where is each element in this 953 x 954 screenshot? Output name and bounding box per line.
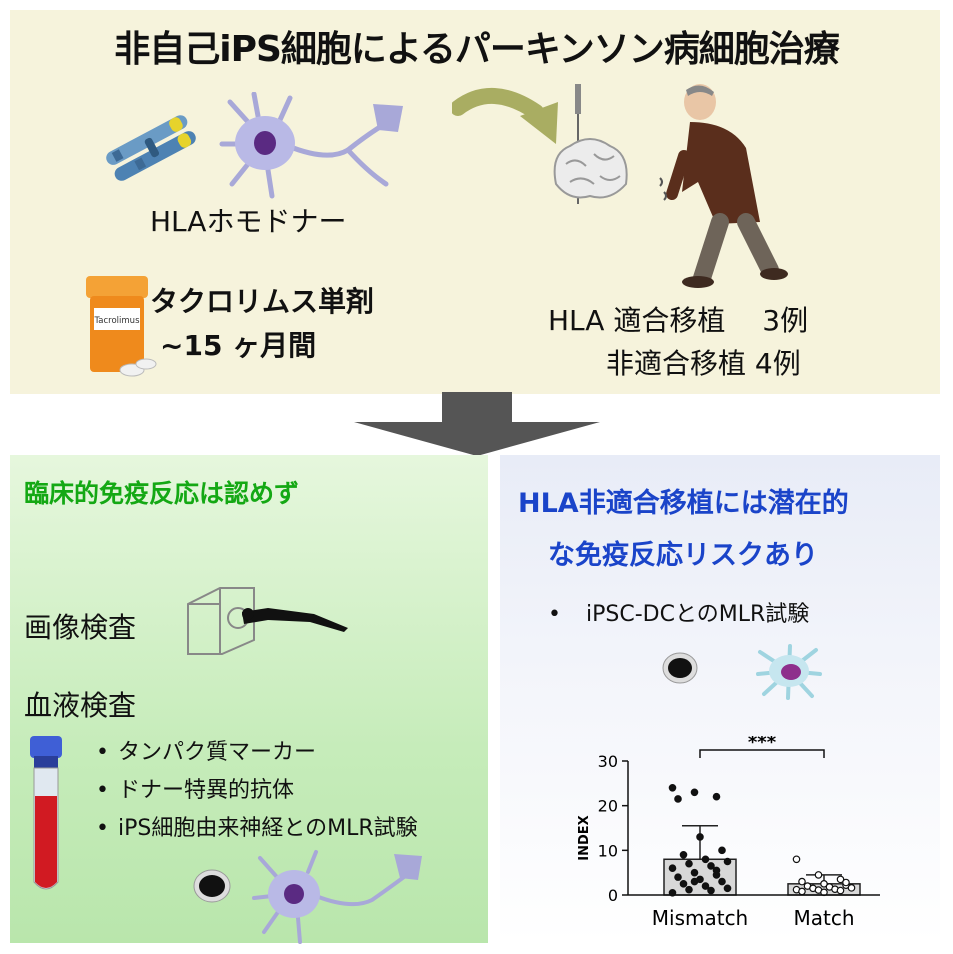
data-point — [707, 862, 715, 870]
mlr-index-chart: INDEX 0 10 20 30 Mismatch Match *** — [577, 736, 880, 930]
data-point — [798, 887, 806, 896]
tacrolimus-line2: ~15 ヶ月間 — [160, 329, 317, 362]
data-point — [690, 788, 699, 797]
imaging-label: 画像検査 — [24, 611, 137, 644]
data-point — [847, 884, 856, 892]
data-point — [718, 846, 726, 855]
blood-test-list: タンパク質マーカー ドナー特異的抗体 iPS細胞由来神経とのMLR試験 — [96, 734, 418, 848]
page-title: 非自己iPS細胞によるパーキンソン病細胞治療 — [114, 29, 840, 70]
data-point — [674, 873, 682, 881]
data-point — [701, 855, 710, 864]
y-axis-label: INDEX — [577, 815, 592, 860]
x-tick-label: Match — [793, 906, 854, 930]
data-point — [696, 833, 704, 841]
lymphocyte-icon — [193, 869, 231, 903]
data-point — [679, 880, 688, 888]
data-point — [798, 877, 806, 886]
neuron-icon — [219, 92, 403, 199]
right-heading: HLA非適合移植には潜在的 な免疫反応リスクあり — [518, 478, 938, 582]
x-tick-labels: Mismatch Match — [652, 906, 855, 930]
data-points — [668, 783, 856, 897]
data-point — [792, 855, 801, 864]
significance-line — [699, 749, 825, 758]
list-item: タンパク質マーカー — [96, 734, 418, 772]
y-tick-label: 30 — [598, 752, 618, 771]
top-panel — [10, 10, 940, 394]
tacrolimus-text: タクロリムス単剤 ~15 ヶ月間 — [150, 280, 374, 368]
dendritic-cell-icon — [756, 644, 822, 700]
data-point — [712, 792, 721, 801]
y-ticks: 0 10 20 30 — [598, 752, 628, 905]
data-point — [685, 885, 693, 894]
mri-scanner-icon — [187, 587, 348, 655]
patient-icon — [659, 84, 788, 288]
data-point — [690, 877, 699, 886]
data-point — [814, 871, 823, 879]
data-point — [836, 875, 845, 884]
data-point — [668, 864, 677, 873]
mlr-bullet: iPSC-DCとのMLR試験 — [548, 596, 809, 628]
down-arrow-icon — [354, 392, 600, 456]
data-point — [718, 877, 726, 886]
left-heading: 臨床的免疫反応は認めず — [24, 479, 300, 508]
list-item: iPS細胞由来神経とのMLR試験 — [96, 810, 418, 848]
curved-arrow-icon — [452, 88, 558, 144]
data-point — [668, 783, 677, 792]
blood-label: 血液検査 — [24, 689, 137, 722]
neuron-icon-small — [252, 850, 422, 944]
y-tick-label: 0 — [608, 886, 618, 905]
chromosome-icon — [106, 115, 196, 181]
y-tick-label: 10 — [598, 841, 618, 860]
data-point — [842, 878, 850, 887]
y-tick-label: 20 — [598, 797, 618, 816]
error-bars — [682, 825, 842, 884]
blood-tube-icon — [30, 736, 62, 890]
data-point — [690, 868, 699, 877]
tacrolimus-line1: タクロリムス単剤 — [150, 285, 375, 318]
result-mismatch: 非適合移植 4例 — [606, 347, 801, 380]
data-point — [836, 886, 845, 895]
significance-label: *** — [748, 736, 777, 753]
data-point — [701, 882, 710, 890]
right-heading-line1: HLA非適合移植には潜在的 — [518, 488, 849, 519]
result-match: HLA 適合移植 3例 — [548, 304, 809, 337]
data-point — [679, 851, 688, 859]
significance-bracket: *** — [699, 736, 825, 758]
tacrolimus-bottle-icon: Tacrolimus — [86, 276, 157, 377]
lymphocyte-icon-right — [662, 652, 698, 684]
data-point — [707, 886, 715, 895]
brain-injection-icon — [553, 84, 628, 204]
list-item: ドナー特異的抗体 — [96, 772, 418, 810]
data-point — [685, 859, 693, 868]
x-tick-label: Mismatch — [652, 906, 748, 930]
donor-label: HLAホモドナー — [150, 205, 347, 238]
right-heading-line2: な免疫反応リスクあり — [548, 540, 818, 571]
data-point — [820, 880, 828, 888]
data-point — [712, 866, 721, 875]
data-point — [723, 884, 732, 893]
bottle-label: Tacrolimus — [94, 316, 141, 326]
data-point — [674, 795, 682, 803]
data-point — [723, 857, 732, 866]
